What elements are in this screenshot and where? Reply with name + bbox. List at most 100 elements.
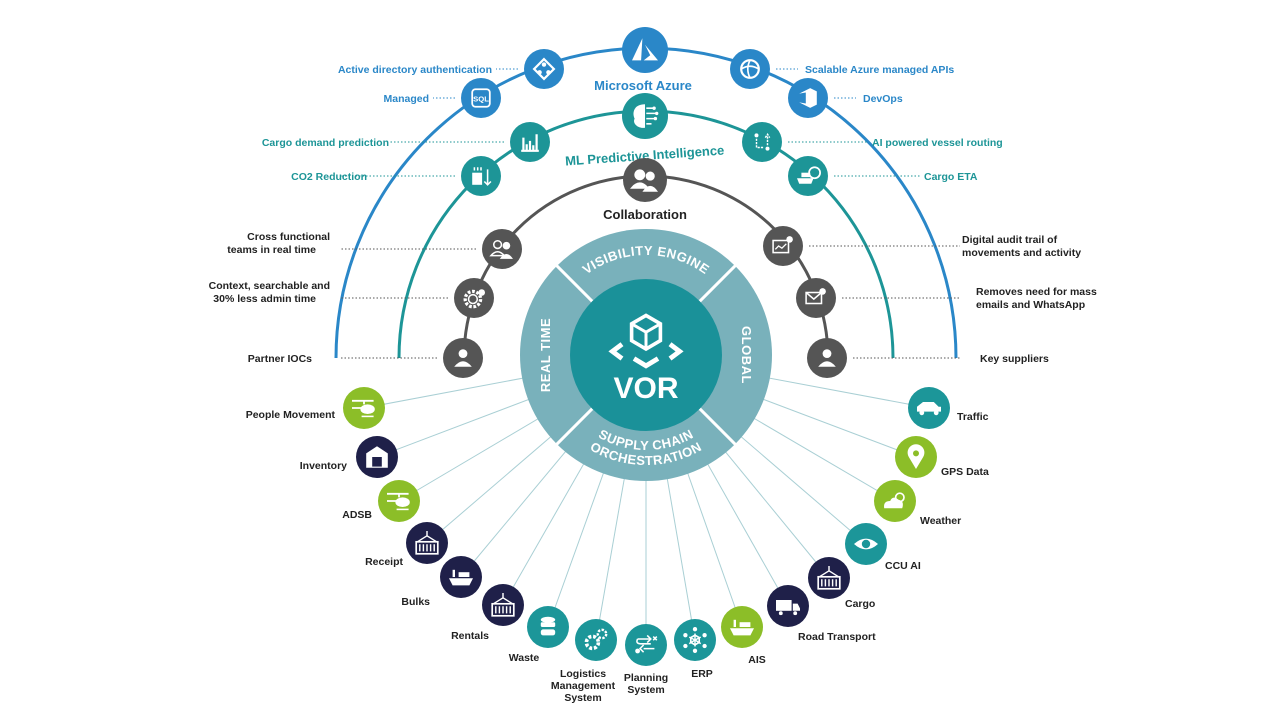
azure-label: Active directory authentication: [338, 64, 492, 76]
collab-label: Digital audit trail of: [962, 234, 1058, 246]
network-hub-icon: [683, 627, 707, 653]
source-node-circle[interactable]: [440, 556, 482, 598]
source-node-circle[interactable]: [482, 584, 524, 626]
source-label: ERP: [691, 668, 713, 680]
collab-node-circle[interactable]: [807, 338, 847, 378]
azure-node[interactable]: Active directory authentication: [338, 49, 564, 89]
collab-label: Key suppliers: [980, 353, 1049, 365]
ml-node[interactable]: AI powered vessel routing: [742, 122, 1003, 162]
azure-node-circle[interactable]: [524, 49, 564, 89]
source-node-gps-data[interactable]: GPS Data: [895, 436, 989, 478]
source-label: GPS Data: [941, 466, 989, 478]
source-node-receipt[interactable]: Receipt: [365, 522, 448, 568]
user-icon: [818, 349, 836, 367]
ml-label: Cargo ETA: [924, 171, 978, 183]
azure-node-circle[interactable]: [730, 49, 770, 89]
bar-chart-icon: [521, 134, 539, 152]
user-icon: [454, 349, 472, 367]
source-label: CCU AI: [885, 560, 921, 572]
source-label: Management: [551, 680, 616, 692]
segment-real-time: REAL TIME: [538, 318, 553, 392]
weather-icon: [884, 492, 905, 509]
eye-icon: [854, 538, 878, 550]
source-label: Road Transport: [798, 631, 876, 643]
source-node-cargo[interactable]: Cargo: [808, 557, 875, 610]
car-icon: [917, 402, 941, 416]
source-label: People Movement: [246, 409, 336, 421]
ship-icon: [449, 569, 473, 586]
source-label: Receipt: [365, 556, 403, 568]
source-node-people-movement[interactable]: People Movement: [246, 387, 385, 429]
api-globe-icon: [740, 59, 760, 79]
source-node-weather[interactable]: Weather: [874, 480, 961, 527]
collab-node-circle[interactable]: [763, 226, 803, 266]
collab-hub-circle: [623, 158, 667, 202]
azure-node[interactable]: DevOps: [788, 78, 903, 118]
source-node-circle[interactable]: [625, 624, 667, 666]
ml-node-circle[interactable]: [742, 122, 782, 162]
source-label: System: [564, 692, 601, 704]
source-node-inventory[interactable]: Inventory: [300, 436, 398, 478]
gear-clock-icon: [463, 289, 485, 309]
audit-chart-icon: [772, 236, 793, 254]
ml-node[interactable]: Cargo demand prediction: [262, 122, 550, 162]
ring-divider: [698, 263, 738, 303]
collab-label: 30% less admin time: [213, 293, 316, 305]
azure-logo-icon: [632, 38, 658, 61]
route-icon: [754, 133, 771, 151]
ship-clock-icon: [797, 166, 821, 184]
sql-database-icon: SQL: [471, 88, 491, 108]
source-label: ADSB: [342, 509, 372, 521]
ml-node[interactable]: Cargo ETA: [788, 156, 978, 196]
collab-node-circle[interactable]: [454, 278, 494, 318]
azure-node-circle[interactable]: [461, 78, 501, 118]
source-node-circle[interactable]: [406, 522, 448, 564]
azure-hub: Microsoft Azure: [594, 27, 692, 93]
ring-divider: [554, 263, 594, 303]
collab-node[interactable]: Partner IOCs: [248, 338, 483, 378]
source-node-adsb[interactable]: ADSB: [342, 480, 420, 522]
source-label: Inventory: [300, 460, 347, 472]
collab-label: Removes need for mass: [976, 286, 1097, 298]
collab-node-circle[interactable]: [443, 338, 483, 378]
segment-global: GLOBAL: [739, 326, 754, 384]
source-label: Traffic: [957, 411, 989, 423]
source-node-circle[interactable]: [808, 557, 850, 599]
source-label: Planning: [624, 672, 668, 684]
vor-title: VOR: [613, 372, 678, 405]
vor-inner-circle: [570, 279, 722, 431]
source-node-traffic[interactable]: Traffic: [908, 387, 989, 429]
collab-node[interactable]: Key suppliers: [807, 338, 1049, 378]
container-icon: [817, 565, 841, 590]
team-icon: [489, 239, 513, 259]
ring-divider: [554, 407, 594, 447]
warehouse-icon: [366, 446, 388, 468]
source-node-bulks[interactable]: Bulks: [401, 556, 482, 608]
source-node-erp[interactable]: ERP: [674, 619, 716, 680]
ml-node[interactable]: CO2 Reduction: [291, 156, 501, 196]
source-node-road-transport[interactable]: Road Transport: [767, 585, 876, 643]
source-node-circle[interactable]: [575, 619, 617, 661]
source-node-ais[interactable]: AIS: [721, 606, 766, 666]
source-label: Logistics: [560, 668, 606, 680]
source-node-waste[interactable]: Waste: [509, 606, 569, 664]
source-node-ccu-ai[interactable]: CCU AI: [845, 523, 921, 572]
azure-node[interactable]: Scalable Azure managed APIs: [730, 49, 954, 89]
collab-label: emails and WhatsApp: [976, 299, 1085, 311]
collab-node-circle[interactable]: [482, 229, 522, 269]
users-icon: [630, 169, 658, 192]
collab-label: Cross functional: [247, 231, 330, 243]
source-node-rentals[interactable]: Rentals: [451, 584, 524, 642]
power-plant-icon: [472, 167, 492, 186]
collab-title: Collaboration: [603, 207, 687, 222]
helicopter-icon: [386, 492, 410, 511]
